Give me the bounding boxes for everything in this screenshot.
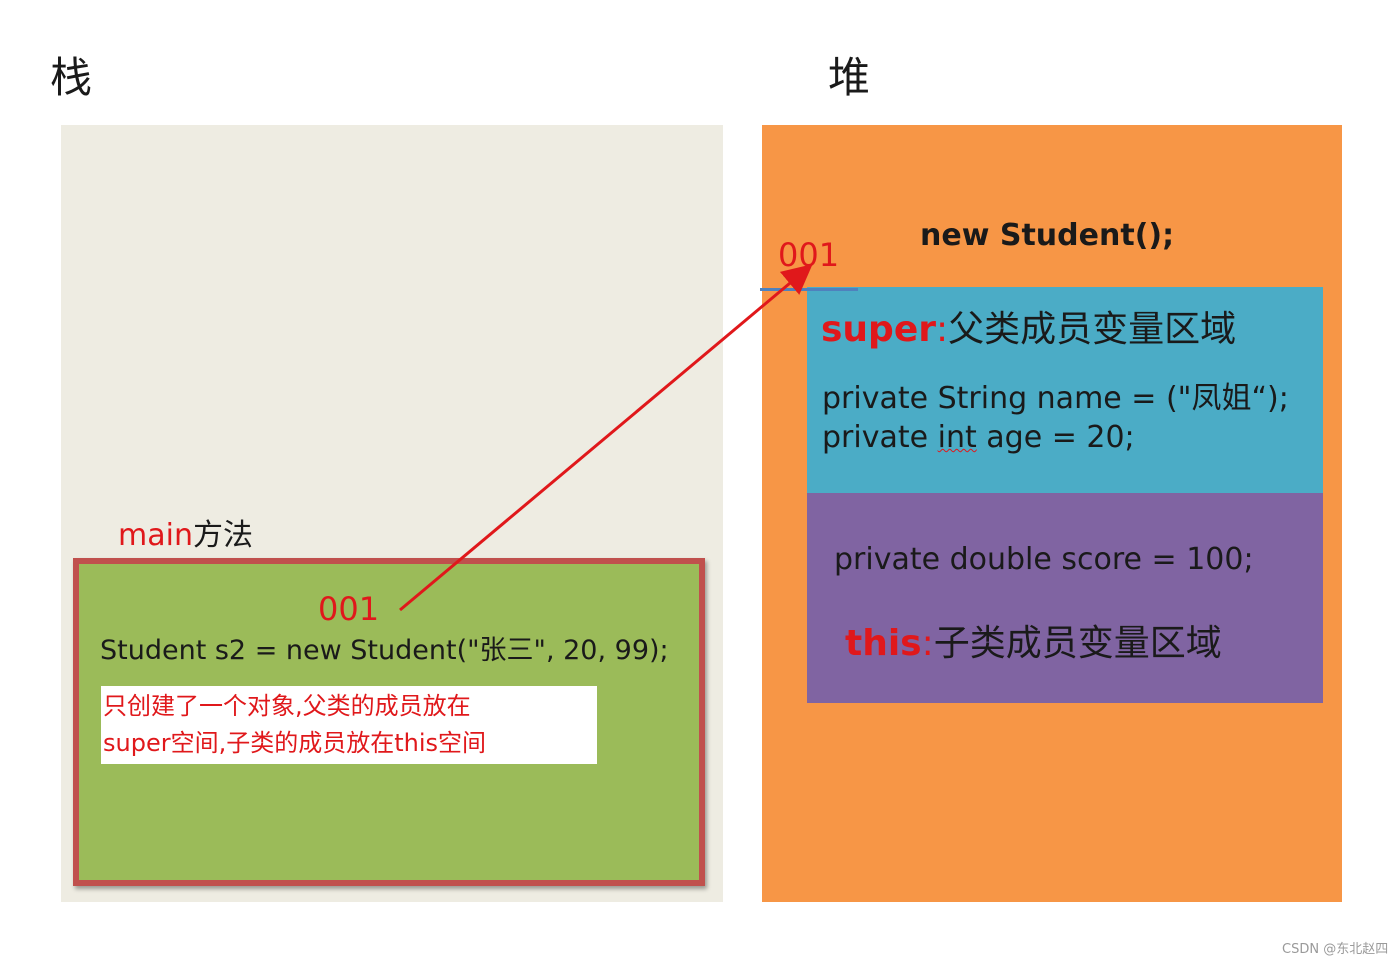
field-age-suffix: age = 20;	[976, 420, 1135, 455]
this-title-text: 子类成员变量区域	[933, 623, 1222, 664]
main-method-label: main方法	[118, 510, 253, 554]
field-score: private double score = 100;	[834, 542, 1254, 577]
heap-heading: 堆	[828, 53, 871, 102]
field-age: private int age = 20;	[822, 420, 1135, 455]
note-box	[101, 686, 597, 764]
note-line-2: super空间,子类的成员放在this空间	[103, 729, 487, 757]
super-region-title: super:父类成员变量区域	[821, 300, 1236, 352]
main-keyword: main	[118, 518, 193, 553]
watermark: CSDN @东北赵四	[1282, 942, 1389, 957]
super-region	[807, 287, 1323, 493]
constructor-statement: Student s2 = new Student("张三", 20, 99);	[100, 635, 669, 666]
stack-heading: 栈	[50, 53, 93, 102]
object-address-marker	[760, 288, 858, 291]
main-label-suffix: 方法	[192, 518, 253, 553]
this-region-title: this:子类成员变量区域	[845, 614, 1222, 666]
super-colon: :	[936, 309, 949, 350]
stack-reference-address: 001	[318, 590, 380, 628]
note-line-1: 只创建了一个对象,父类的成员放在	[103, 692, 471, 720]
this-colon: :	[921, 623, 934, 664]
super-title-text: 父类成员变量区域	[948, 309, 1237, 350]
this-region	[807, 493, 1323, 703]
this-keyword: this	[845, 623, 922, 664]
heap-object-address: 001	[778, 236, 840, 274]
field-name: private String name = ("凤姐“);	[822, 381, 1289, 416]
field-age-prefix: private	[822, 420, 938, 455]
super-keyword: super	[821, 309, 936, 350]
field-age-type: int	[937, 420, 977, 455]
object-label: new Student();	[920, 218, 1175, 253]
note-text: 只创建了一个对象,父类的成员放在 super空间,子类的成员放在this空间	[103, 688, 486, 762]
